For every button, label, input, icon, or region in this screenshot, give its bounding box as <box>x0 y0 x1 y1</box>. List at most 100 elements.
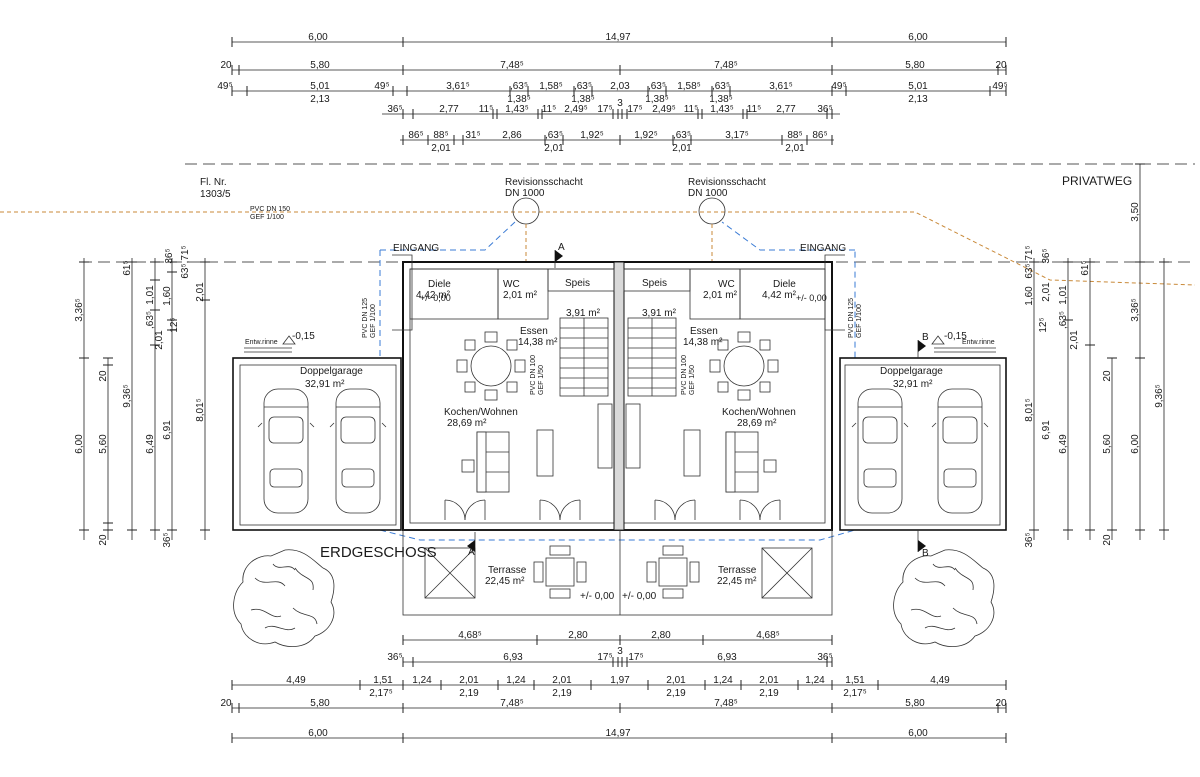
dim-top-5-2: 31⁵ <box>465 130 480 141</box>
room-right-diele-area: 4,42 m² <box>762 290 797 301</box>
dim-bot-3-3: 2,01 <box>459 675 479 686</box>
dim-top-3b-5: 2,13 <box>908 94 928 105</box>
room-left-wc: WC <box>503 279 520 290</box>
shaft-right-line2: DN 1000 <box>688 188 728 199</box>
entry-right: EINGANG <box>800 243 846 254</box>
level-terrace-right: +/- 0,00 <box>622 591 657 602</box>
dim-top-5-9: 88⁵ <box>787 130 802 141</box>
dim-top-4-13: 2,77 <box>776 104 796 115</box>
dim-top-5-0: 86⁵ <box>408 130 423 141</box>
dim-top-3-3: 3,61⁵ <box>446 81 470 92</box>
garage-right-area: 32,91 m² <box>893 379 933 390</box>
dim-bot-3-2: 1,24 <box>412 675 432 686</box>
dim-top-5-3: 2,86 <box>502 130 522 141</box>
dim-top-4-4: 11⁵ <box>542 104 557 115</box>
dim-top-4-1: 2,77 <box>439 104 459 115</box>
dim-left-3: 5,60 <box>98 434 109 454</box>
dim-top-4-11: 1,43⁵ <box>710 104 734 115</box>
tree-left <box>233 549 335 647</box>
level-entry-right: +/- 0,00 <box>796 293 827 303</box>
dim-top-5b-1: 2,01 <box>544 143 564 154</box>
dim-top-4-12: 11⁵ <box>747 104 762 115</box>
dim-top-3-5: 1,58⁵ <box>539 81 563 92</box>
dim-top-4-6: 17⁵ <box>597 104 612 115</box>
dim-left-13: 12⁵ <box>169 317 180 332</box>
room-left-essen-area: 14,38 m² <box>518 337 558 348</box>
dim-bot-2-6: 36⁵ <box>817 652 832 663</box>
dim-bot-5-2: 6,00 <box>908 728 928 739</box>
dim-left-6: 61⁵ <box>122 260 133 275</box>
shaft-left-line2: DN 1000 <box>505 188 545 199</box>
dim-left-12: 1,60 <box>162 286 173 306</box>
dim-bot-1-3: 4,68⁵ <box>756 630 780 641</box>
pipe-side-1-line2: GEF 1/100 <box>370 304 377 338</box>
dim-top-3-9: 1,58⁵ <box>677 81 701 92</box>
dim-bot-4-2: 7,48⁵ <box>500 698 524 709</box>
section-b-top: B <box>922 332 929 343</box>
tree-right <box>893 549 995 647</box>
dim-bot-2-1: 6,93 <box>503 652 523 663</box>
kitchen-counter-right <box>625 403 641 469</box>
dim-bot-2-3: 3 <box>617 646 623 657</box>
dim-top-3b-1: 1,38⁵ <box>507 94 531 105</box>
dimensions-bottom: 4,68⁵ 2,80 2,80 4,68⁵ 36⁵ 6,93 17⁵ 3 17⁵… <box>220 630 1007 743</box>
dim-right-0: 3,50 <box>1130 202 1141 222</box>
dim-left-1: 6,00 <box>74 434 85 454</box>
dim-right-6: 20 <box>1102 534 1113 546</box>
shaft-left-line1: Revisionsschacht <box>505 177 583 188</box>
dim-top-4-10: 11⁵ <box>684 104 699 115</box>
dim-bot-4-3: 7,48⁵ <box>714 698 738 709</box>
shaft-right: Revisionsschacht DN 1000 <box>688 177 766 225</box>
dim-left-8: ,63⁵ <box>145 311 156 329</box>
dimensions-top: 6,00 14,97 6,00 20 5,80 7,48⁵ 7,48⁵ 5,80… <box>217 32 1007 154</box>
floor-title: ERDGESCHOSS <box>320 544 437 561</box>
dim-right-3: 6,00 <box>1130 434 1141 454</box>
dim-right-8: 1,01 <box>1058 285 1069 305</box>
dim-left-5: 9,36⁵ <box>122 384 133 408</box>
dim-bot-3-5: 2,01 <box>552 675 572 686</box>
room-right-wc-area: 2,01 m² <box>703 290 738 301</box>
dim-bot-2-2: 17⁵ <box>597 652 612 663</box>
dim-right-17: 2,01 <box>1041 282 1052 302</box>
dim-top-5b-0: 2,01 <box>431 143 451 154</box>
dim-right-4: 5,60 <box>1102 434 1113 454</box>
shaft-right-line1: Revisionsschacht <box>688 177 766 188</box>
stairs-left <box>559 317 609 397</box>
dim-left-14: 6,91 <box>162 420 173 440</box>
dim-top-3-14: 49⁵ <box>992 81 1007 92</box>
dim-bot-3b-4: 2,19 <box>759 688 779 699</box>
level-entry-left: +/- 0,00 <box>420 293 451 303</box>
dim-top-3b-4: 1,38⁵ <box>709 94 733 105</box>
dim-bot-4-5: 20 <box>995 698 1007 709</box>
gutter-left <box>244 347 292 353</box>
dim-top-2-3: 7,48⁵ <box>714 60 738 71</box>
dim-bot-3-11: 1,51 <box>845 675 865 686</box>
dim-top-5-4: ,63⁵ <box>545 130 563 141</box>
dim-top-3-13: 5,01 <box>908 81 928 92</box>
dim-left-9: 2,01 <box>154 330 165 350</box>
terrace-table-left <box>533 545 587 599</box>
terrace-left-umbrella <box>424 547 476 599</box>
dim-top-4-5: 2,49⁵ <box>564 104 588 115</box>
dim-top-5-5: 1,92⁵ <box>580 130 604 141</box>
dim-top-4-0: 36⁵ <box>387 104 402 115</box>
dim-top-1-2: 6,00 <box>908 32 928 43</box>
dim-top-3b-0: 2,13 <box>310 94 330 105</box>
car-right-1 <box>851 388 909 514</box>
dim-bot-4-1: 5,80 <box>310 698 330 709</box>
dim-top-4-8: 17⁵ <box>627 104 642 115</box>
dim-bot-1-2: 2,80 <box>651 630 671 641</box>
dim-left-0: 3,36⁵ <box>74 298 85 322</box>
room-right-terrasse: Terrasse <box>718 565 757 576</box>
dim-top-3-0: 49⁵ <box>217 81 232 92</box>
room-right-wc: WC <box>718 279 735 290</box>
dim-right-9: ,63⁵ <box>1058 311 1069 329</box>
dim-right-12: 36⁵ <box>1024 532 1035 547</box>
level-marker-garage-left <box>282 335 296 345</box>
dim-top-3-12: 49⁵ <box>831 81 846 92</box>
room-left-terrasse-area: 22,45 m² <box>485 576 525 587</box>
armchair-left <box>461 459 475 473</box>
dim-right-1: 3,36⁵ <box>1130 298 1141 322</box>
dim-bot-3b-0: 2,17⁵ <box>369 688 393 699</box>
